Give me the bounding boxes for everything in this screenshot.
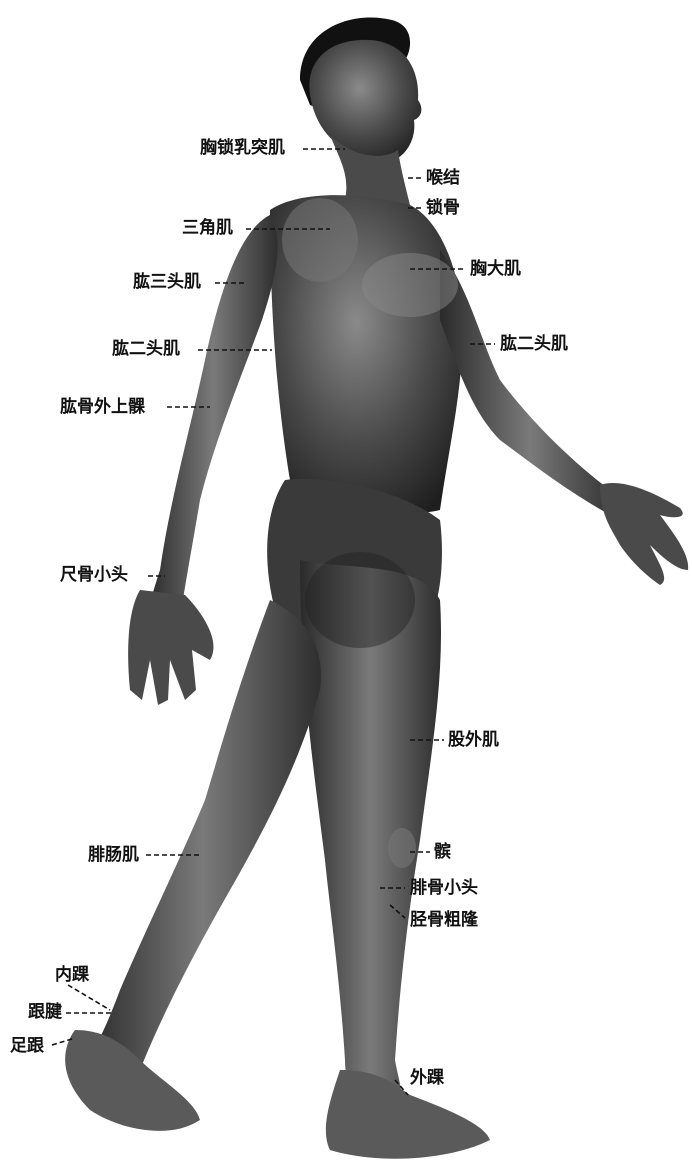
label-gastrocnemius: 腓肠肌 bbox=[88, 845, 139, 865]
pectoral-shape bbox=[362, 253, 458, 317]
label-fibular-head: 腓骨小头 bbox=[410, 878, 478, 898]
label-lateral-malleolus: 外踝 bbox=[410, 1068, 444, 1088]
hand-back bbox=[128, 590, 213, 705]
label-deltoid: 三角肌 bbox=[182, 218, 233, 238]
label-patella: 髌 bbox=[434, 842, 451, 862]
label-heel: 足跟 bbox=[10, 1036, 44, 1056]
label-lateral-epicondyle: 肱骨外上髁 bbox=[60, 397, 145, 417]
label-laryngeal-prominence: 喉结 bbox=[426, 168, 460, 188]
head bbox=[309, 40, 421, 161]
hand-front bbox=[600, 483, 688, 585]
label-ulnar-head: 尺骨小头 bbox=[60, 565, 128, 585]
arm-front bbox=[440, 250, 620, 520]
thigh-shape bbox=[305, 552, 415, 648]
patella-shape bbox=[388, 828, 416, 868]
label-sternocleidomastoid: 胸锁乳突肌 bbox=[200, 138, 285, 158]
foot-front bbox=[326, 1070, 490, 1159]
label-tibial-tuberosity: 胫骨粗隆 bbox=[410, 910, 478, 930]
label-vastus-lateralis: 股外肌 bbox=[448, 730, 499, 750]
label-achilles-tendon: 跟腱 bbox=[28, 1002, 62, 1022]
label-medial-malleolus: 内踝 bbox=[55, 965, 89, 985]
label-biceps-right: 肱二头肌 bbox=[500, 334, 568, 354]
label-biceps-left: 肱二头肌 bbox=[112, 339, 180, 359]
leg-back bbox=[85, 600, 321, 1070]
label-clavicle: 锁骨 bbox=[426, 198, 460, 218]
label-triceps: 肱三头肌 bbox=[133, 272, 201, 292]
deltoid-shape bbox=[282, 198, 358, 282]
label-pectoralis-major: 胸大肌 bbox=[470, 259, 521, 279]
